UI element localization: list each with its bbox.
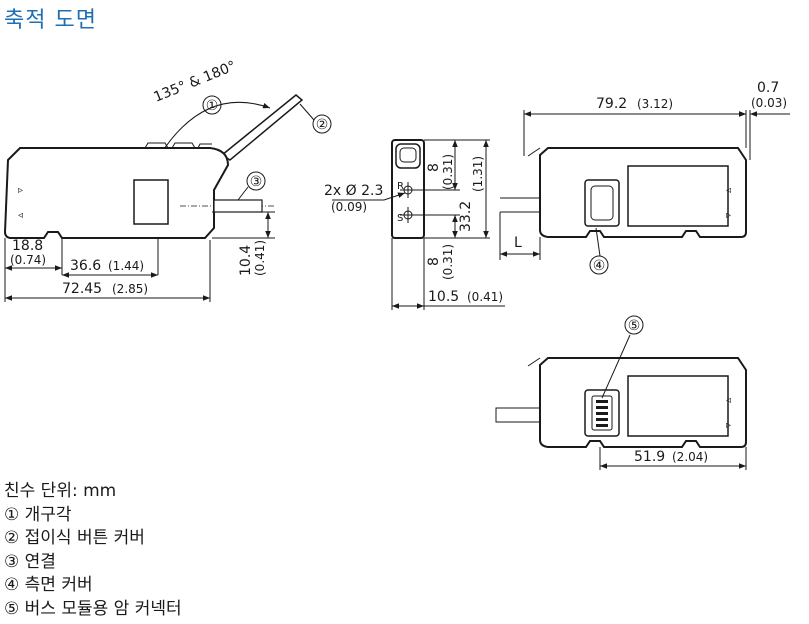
callout-1-circle: [202, 95, 222, 115]
dim-33-2-in: (1.31): [471, 156, 485, 192]
bottom-view: ◃ ▹ ⑤ 51.9 (2.04): [495, 315, 747, 470]
top-edge-detail: [527, 147, 541, 157]
dim-36-6: 36.6: [70, 258, 101, 274]
callout-4-circle: [589, 255, 609, 275]
hole-label-in: (0.09): [331, 200, 367, 214]
dim-79-2: 79.2: [596, 96, 627, 112]
label-panel-2: [627, 375, 729, 437]
angle-label: 135° & 180°: [152, 58, 239, 106]
dim-8-bottom: 8: [426, 257, 442, 266]
dim-10-4-in: (0.41): [253, 240, 267, 276]
dim-36-6-in: (1.44): [108, 259, 144, 273]
legend: 친수 단위: mm ① 개구각 ② 접이식 버튼 커버 ③ 연결 ④ 측면 커버…: [4, 480, 182, 621]
dim-51-9-in: (2.04): [672, 450, 708, 464]
front-view: R S 2x Ø 2.3 (0.09) 8 (0.31) 33.2 (1.31)…: [324, 139, 505, 310]
right-view: ◃ ▹ ④ 79.2 (3.12) 0.7 (0.03) L: [499, 80, 790, 275]
callout-4: ④: [593, 258, 606, 274]
top-edge-detail-2: [527, 357, 541, 367]
dim-0-7-in: (0.03): [751, 96, 787, 110]
callout-1: ①: [206, 98, 219, 114]
cable: [500, 197, 540, 213]
dim-10-4: 10.4: [238, 245, 254, 276]
dim-8-top-in: (0.31): [441, 154, 455, 190]
dim-8-bottom-in: (0.31): [441, 244, 455, 280]
led-arrow-4: ▹: [726, 210, 731, 221]
cable-2: [495, 407, 540, 423]
front-top-recess-inner: [399, 147, 417, 163]
side-label-window: [133, 179, 169, 225]
callout-2-circle: [312, 114, 332, 134]
mark-r: R: [397, 181, 404, 192]
dim-33-2: 33.2: [458, 201, 474, 232]
connector-pins: [596, 400, 608, 427]
hole-label: 2x Ø 2.3: [324, 183, 383, 199]
dim-51-9: 51.9: [634, 449, 665, 465]
legend-item-1: ① 개구각: [4, 504, 72, 525]
led-arrow-5: ◃: [726, 395, 731, 406]
legend-item-3: ③ 연결: [4, 551, 56, 572]
dim-8-top: 8: [426, 163, 442, 172]
led-arrow-1: ▹: [18, 185, 23, 196]
callout-5: ⑤: [628, 318, 641, 334]
led-arrow-3: ◃: [726, 185, 731, 196]
callout-3-circle: [246, 171, 266, 191]
callout-3: ③: [250, 174, 263, 190]
callout-3-leader: [237, 186, 249, 201]
side-view: 135° & 180° ① ② ▹ ◃ ③ 18.8 (0.74): [3, 58, 332, 302]
flip-cover: [220, 94, 304, 161]
connector-pin: [213, 199, 263, 213]
dim-18-8: 18.8: [12, 238, 43, 254]
sensor-body-side: [3, 147, 230, 239]
mark-s: S: [397, 213, 403, 224]
legend-item-5: ⑤ 버스 모듈용 암 커넥터: [4, 598, 182, 619]
page-title: 축적 도면: [4, 8, 97, 33]
dim-79-2-in: (3.12): [637, 97, 673, 111]
opening-angle-arc: [159, 101, 271, 156]
callout-2-leader: [299, 103, 315, 121]
legend-item-2: ② 접이식 버튼 커버: [4, 528, 145, 548]
dim-72-45-in: (2.85): [112, 282, 148, 296]
dim-l: L: [514, 235, 522, 251]
led-arrow-6: ▹: [726, 420, 731, 431]
led-arrow-2: ◃: [18, 210, 23, 221]
callout-2: ②: [316, 117, 329, 133]
dim-72-45: 72.45: [62, 281, 102, 297]
legend-item-4: ④ 측면 커버: [4, 575, 93, 595]
dim-10-5-in: (0.41): [467, 290, 503, 304]
top-buttons: [144, 142, 212, 149]
legend-units: 친수 단위: mm: [4, 481, 117, 501]
dim-10-5: 10.5: [428, 289, 459, 305]
label-panel: [627, 165, 729, 227]
side-cover-inner: [590, 185, 614, 221]
dim-0-7: 0.7: [757, 80, 779, 96]
callout-5-circle: [624, 315, 644, 335]
dim-18-8-in: (0.74): [10, 253, 46, 267]
